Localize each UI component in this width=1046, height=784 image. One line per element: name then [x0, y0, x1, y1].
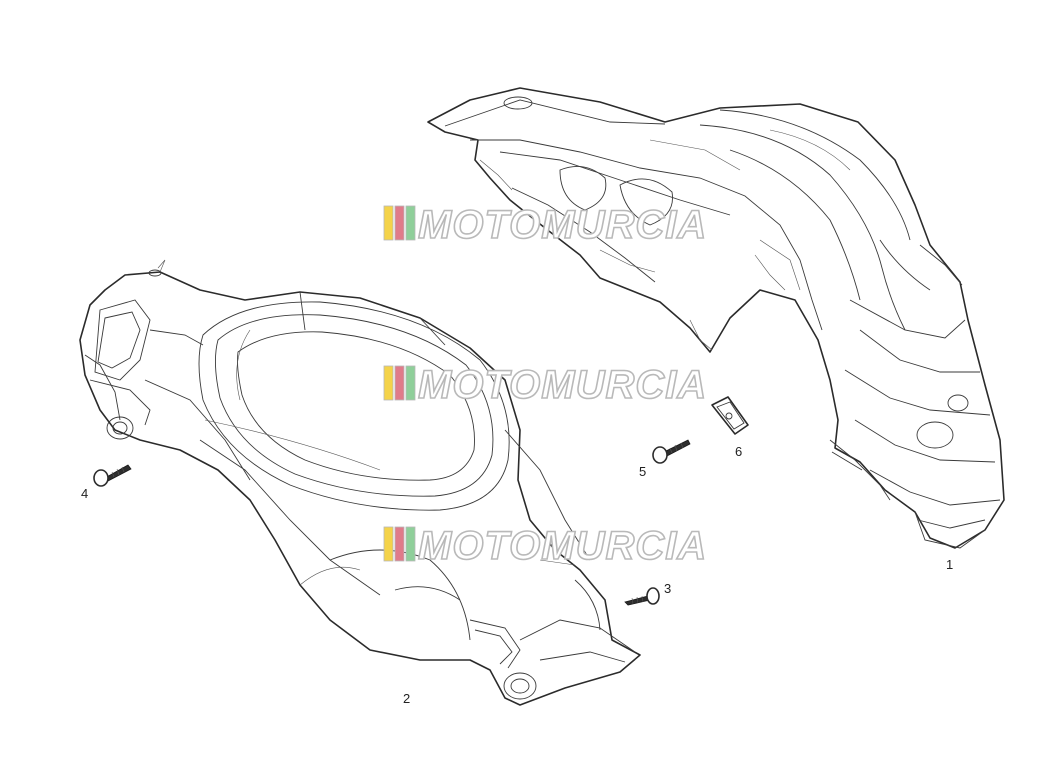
watermark-stripe [405, 205, 416, 241]
screw-part-5 [652, 439, 691, 464]
watermark-middle: MOTOMURCIA [383, 362, 707, 408]
callout-3: 3 [664, 581, 671, 596]
callout-2: 2 [403, 691, 410, 706]
watermark-logo-text: MOTOMURCIA [418, 203, 707, 247]
part-2-front-handlebar-cover [79, 259, 641, 706]
watermark-stripe [383, 205, 394, 241]
watermark-stripe [383, 365, 394, 401]
screw-part-3 [624, 587, 660, 606]
watermark-logo-text: MOTOMURCIA [418, 524, 707, 568]
watermark-logo-text: MOTOMURCIA [418, 363, 707, 407]
clip-nut-part-6 [711, 396, 749, 435]
callout-1: 1 [946, 557, 953, 572]
screw-part-4 [93, 464, 132, 487]
watermark-stripe [394, 205, 405, 241]
watermark-stripe [394, 365, 405, 401]
callout-6: 6 [735, 444, 742, 459]
callouts: 1 2 3 4 5 6 [81, 444, 953, 706]
callout-4: 4 [81, 486, 88, 501]
watermark-stripe [405, 526, 416, 562]
watermark-top: MOTOMURCIA [383, 202, 707, 248]
watermark-stripe [394, 526, 405, 562]
watermark-bottom: MOTOMURCIA [383, 523, 707, 569]
watermark-stripe [383, 526, 394, 562]
part-1-rear-handlebar-cover [427, 87, 1005, 549]
callout-5: 5 [639, 464, 646, 479]
watermark-stripe [405, 365, 416, 401]
